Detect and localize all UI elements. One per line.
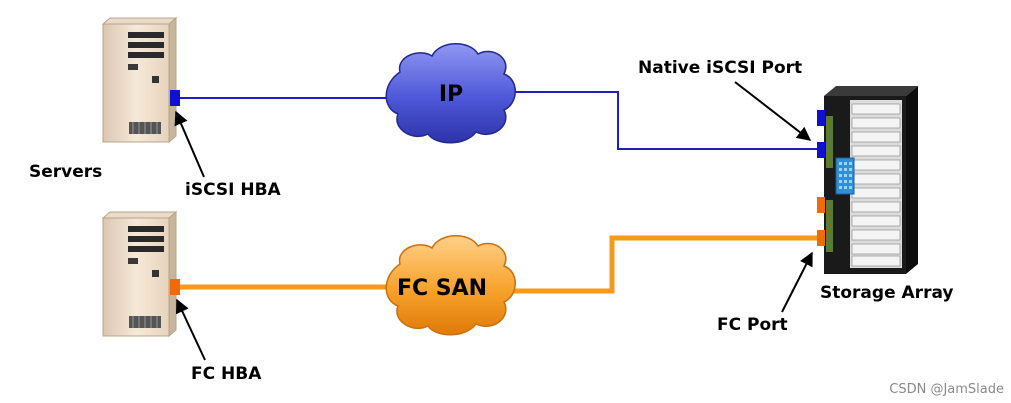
fc-link bbox=[180, 235, 818, 294]
fc-port bbox=[817, 230, 825, 246]
fc-port-upper bbox=[817, 197, 825, 213]
iscsi-hba-arrow bbox=[174, 110, 205, 178]
fc-san-cloud-label: FC SAN bbox=[397, 276, 487, 301]
fc-port-label: FC Port bbox=[717, 315, 788, 335]
fc-port-arrow bbox=[781, 251, 813, 313]
native-iscsi-port-arrow bbox=[734, 81, 812, 141]
fc-hba-port bbox=[170, 279, 180, 295]
ip-link bbox=[180, 91, 818, 150]
ip-cloud: IP bbox=[385, 43, 516, 144]
fc-san-cloud: FC SAN bbox=[385, 235, 516, 336]
native-iscsi-port bbox=[817, 142, 825, 158]
fc-hba-arrow bbox=[175, 298, 206, 361]
server-top bbox=[101, 16, 178, 144]
storage-array bbox=[824, 86, 918, 274]
watermark: CSDN @JamSlade bbox=[889, 382, 1004, 397]
fc-hba-label: FC HBA bbox=[191, 364, 262, 384]
servers-label: Servers bbox=[29, 162, 102, 182]
iscsi-hba-label: iSCSI HBA bbox=[185, 180, 282, 200]
iscsi-hba-port bbox=[170, 90, 180, 106]
storage-array-label: Storage Array bbox=[820, 283, 953, 303]
ip-cloud-label: IP bbox=[439, 82, 463, 107]
native-iscsi-port-upper bbox=[817, 110, 825, 126]
server-bottom bbox=[101, 210, 178, 338]
native-iscsi-port-label: Native iSCSI Port bbox=[638, 58, 802, 78]
